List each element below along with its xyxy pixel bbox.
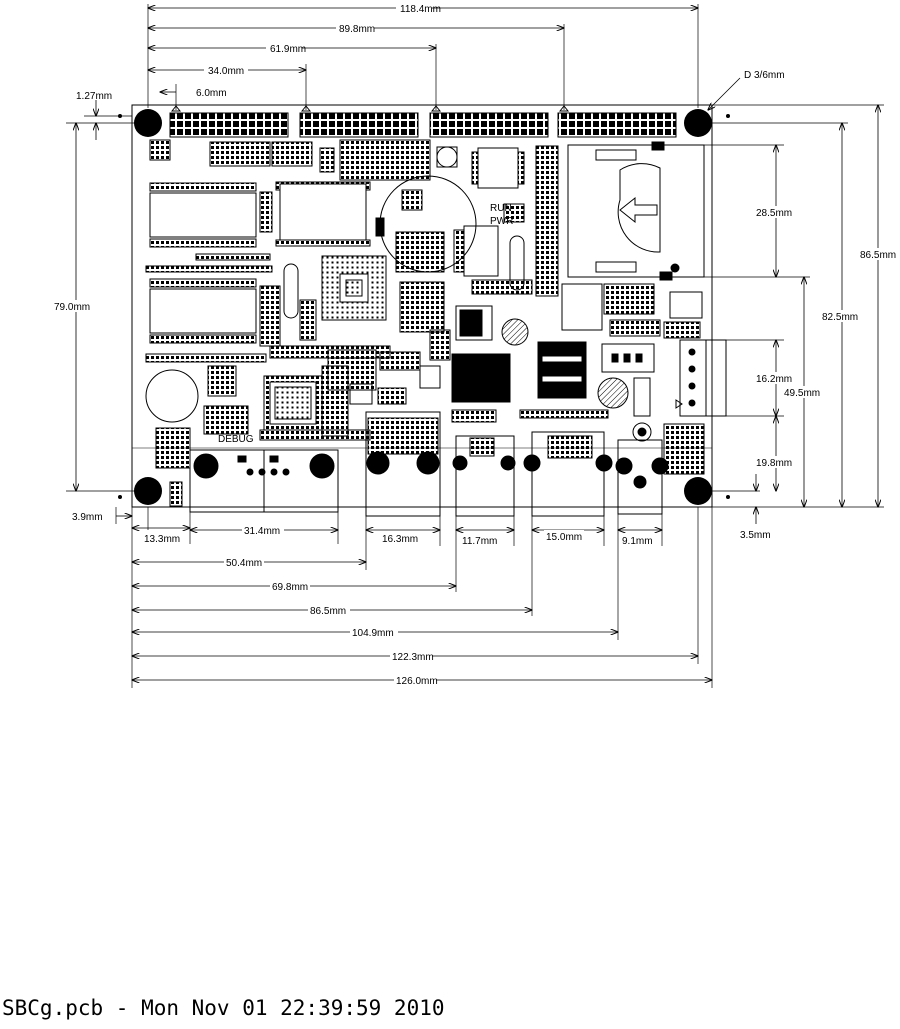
dim-15-0: 15.0mm xyxy=(546,532,582,543)
extension-lines xyxy=(66,4,884,688)
dim-50-4: 50.4mm xyxy=(226,558,262,569)
dim-16-3: 16.3mm xyxy=(382,534,418,545)
label-backdrops xyxy=(50,2,898,686)
pwr-label: PWR xyxy=(490,216,513,227)
dim-82-5: 82.5mm xyxy=(822,312,858,323)
dim-16-2: 16.2mm xyxy=(756,374,792,385)
dim-69-8: 69.8mm xyxy=(272,582,308,593)
bga-processor xyxy=(321,255,387,321)
sd-card-slot xyxy=(567,141,705,281)
dimension-lines xyxy=(76,8,878,680)
right-connector xyxy=(675,339,727,417)
dim-9-1: 9.1mm xyxy=(622,536,653,547)
file-footer: SBCg.pcb - Mon Nov 01 22:39:59 2010 xyxy=(2,996,445,1020)
bottom-connectors xyxy=(169,411,705,517)
hole-note: D 3/6mm xyxy=(744,70,785,81)
dim-118-4: 118.4mm xyxy=(400,4,441,15)
qfp-chip xyxy=(259,365,371,441)
dim-89-8: 89.8mm xyxy=(339,24,375,35)
power-components xyxy=(451,318,655,423)
dim-3-9: 3.9mm xyxy=(72,512,103,523)
dim-49-5: 49.5mm xyxy=(784,388,820,399)
dim-79-0: 79.0mm xyxy=(54,302,90,313)
dim-122-3: 122.3mm xyxy=(392,652,434,663)
dim-86-5-right: 86.5mm xyxy=(860,250,896,261)
dim-104-9: 104.9mm xyxy=(352,628,394,639)
flash-chip xyxy=(145,181,371,273)
dim-86-5-bottom: 86.5mm xyxy=(310,606,346,617)
dim-11-7: 11.7mm xyxy=(462,536,497,547)
dim-19-8: 19.8mm xyxy=(756,458,792,469)
run-label: RUN xyxy=(490,203,512,214)
dim-34-0: 34.0mm xyxy=(208,66,244,77)
dim-28-5: 28.5mm xyxy=(756,208,792,219)
dim-6-0: 6.0mm xyxy=(196,88,227,99)
dim-126-0: 126.0mm xyxy=(396,676,438,687)
dim-1-27: 1.27mm xyxy=(76,91,112,102)
top-headers xyxy=(169,105,677,138)
dim-31-4: 31.4mm xyxy=(244,526,280,537)
battery xyxy=(145,365,249,469)
debug-label: DEBUG xyxy=(218,434,254,445)
memory-chips xyxy=(149,139,313,344)
dim-3-5: 3.5mm xyxy=(740,530,771,541)
dim-61-9: 61.9mm xyxy=(270,44,306,55)
dim-13-3: 13.3mm xyxy=(144,534,180,545)
round-component xyxy=(375,175,477,273)
